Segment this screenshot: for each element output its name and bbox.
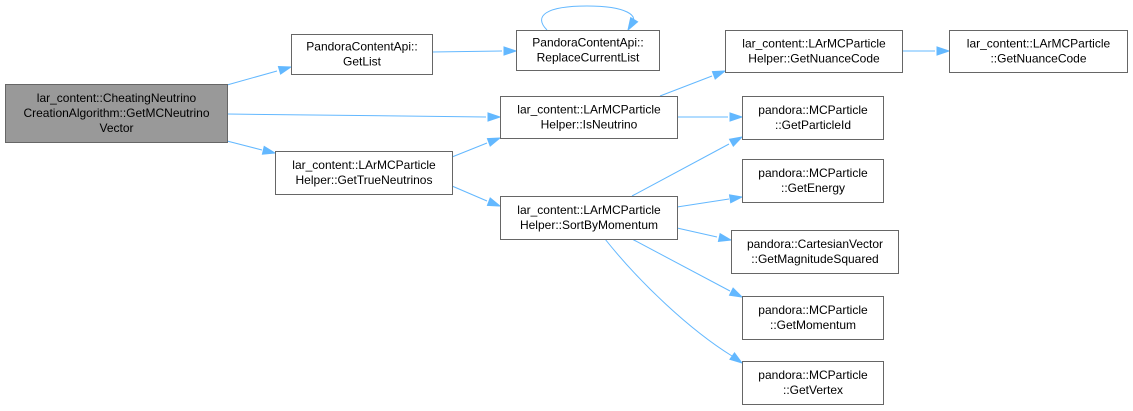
node-label-line: ReplaceCurrentList (537, 51, 640, 65)
node-label-line: CreationAlgorithm::GetMCNeutrino (23, 106, 209, 120)
arrowhead-icon (729, 351, 744, 364)
edge-line (226, 70, 278, 86)
edge-sortby-to-vertex (604, 238, 744, 364)
node-label-line: pandora::MCParticle (758, 368, 868, 382)
edge-getlist-to-replace (431, 46, 518, 56)
node-label-line: Helper::IsNeutrino (541, 118, 638, 132)
node-label-line: lar_content::CheatingNeutrino (37, 91, 197, 105)
edges-layer (226, 5, 951, 364)
arrowhead-icon (503, 46, 518, 56)
arrowhead-icon (728, 194, 744, 204)
edge-line (226, 113, 487, 118)
node-label-line: PandoraContentApi:: (532, 36, 643, 50)
node-sortby[interactable]: lar_content::LArMCParticleHelper::SortBy… (500, 196, 678, 240)
edge-sortby-to-particleid (631, 136, 744, 197)
node-box (742, 96, 884, 140)
node-label-line: ::GetVertex (783, 383, 843, 397)
arrowhead-icon (627, 16, 639, 32)
node-label-line: lar_content::LArMCParticle (517, 203, 661, 217)
node-nuancecode[interactable]: lar_content::LArMCParticle::GetNuanceCod… (949, 30, 1128, 73)
node-label-line: ::GetEnergy (781, 181, 845, 195)
edge-line (541, 5, 635, 31)
edge-line (631, 238, 731, 292)
node-box (275, 151, 453, 195)
arrowhead-icon (728, 287, 744, 298)
node-label-line: pandora::MCParticle (758, 166, 868, 180)
node-box (742, 361, 884, 405)
edge-line (659, 75, 713, 97)
node-nuancehelper[interactable]: lar_content::LArMCParticleHelper::GetNua… (725, 30, 903, 73)
arrowhead-icon (261, 145, 277, 155)
node-label-line: ::GetParticleId (775, 118, 851, 132)
edge-gettrue-to-sortby (451, 185, 502, 207)
node-vertex[interactable]: pandora::MCParticle::GetVertex (742, 361, 884, 405)
arrowhead-icon (728, 136, 744, 148)
arrowhead-icon (277, 65, 293, 75)
node-box (742, 159, 884, 203)
node-isneutrino[interactable]: lar_content::LArMCParticleHelper::IsNeut… (500, 96, 678, 139)
node-box (949, 30, 1128, 73)
node-box (500, 196, 678, 240)
edge-line (604, 238, 733, 357)
node-box (725, 30, 903, 73)
node-box (291, 34, 433, 75)
node-label-line: Helper::SortByMomentum (520, 218, 658, 232)
node-box (500, 96, 678, 139)
node-label-line: ::GetNuanceCode (990, 52, 1086, 66)
edge-line (676, 227, 718, 238)
node-box (731, 230, 899, 274)
node-box (516, 30, 660, 71)
edge-nuancehelper-to-nuancecode (902, 46, 951, 56)
node-gettrue[interactable]: lar_content::LArMCParticleHelper::GetTru… (275, 151, 453, 195)
edge-line (226, 140, 263, 151)
node-label-line: lar_content::LArMCParticle (292, 158, 436, 172)
node-label-line: Vector (99, 121, 133, 135)
arrowhead-icon (711, 70, 727, 80)
node-root[interactable]: lar_content::CheatingNeutrinoCreationAlg… (5, 84, 228, 143)
node-label-line: ::GetMomentum (770, 318, 856, 332)
edge-gettrue-to-isneutrino (451, 137, 502, 158)
node-label-line: pandora::MCParticle (758, 103, 868, 117)
node-label-line: pandora::MCParticle (758, 303, 868, 317)
edge-line (631, 143, 730, 197)
node-particleid[interactable]: pandora::MCParticle::GetParticleId (742, 96, 884, 140)
arrowhead-icon (487, 112, 502, 122)
node-label-line: pandora::CartesianVector (747, 237, 883, 251)
nodes-layer: lar_content::CheatingNeutrinoCreationAlg… (5, 30, 1128, 405)
node-momentum[interactable]: pandora::MCParticle::GetMomentum (742, 296, 884, 340)
edge-root-to-getlist (226, 65, 293, 86)
arrowhead-icon (486, 197, 502, 207)
node-magsq[interactable]: pandora::CartesianVector::GetMagnitudeSq… (731, 230, 899, 274)
edge-sortby-to-energy (676, 194, 744, 208)
node-getlist[interactable]: PandoraContentApi::GetList (291, 34, 433, 75)
arrowhead-icon (729, 112, 744, 122)
node-energy[interactable]: pandora::MCParticle::GetEnergy (742, 159, 884, 203)
edge-line (451, 185, 488, 202)
node-label-line: GetList (343, 55, 382, 69)
edge-line (451, 142, 488, 158)
node-label-line: Helper::GetTrueNeutrinos (296, 173, 433, 187)
edge-root-to-isneutrino (226, 112, 502, 122)
edge-replace-to-replace (541, 5, 639, 32)
node-label-line: lar_content::LArMCParticle (517, 103, 661, 117)
node-replace[interactable]: PandoraContentApi::ReplaceCurrentList (516, 30, 660, 71)
edge-root-to-gettrue (226, 140, 277, 155)
edge-sortby-to-momentum (631, 238, 744, 298)
edge-line (676, 198, 730, 208)
node-label-line: Helper::GetNuanceCode (748, 52, 880, 66)
edge-isneutrino-to-nuancehelper (659, 70, 727, 97)
node-label-line: ::GetMagnitudeSquared (751, 252, 878, 266)
arrowhead-icon (936, 46, 951, 56)
edge-isneutrino-to-particleid (677, 112, 744, 122)
node-box (742, 296, 884, 340)
arrowhead-icon (486, 137, 502, 147)
node-label-line: PandoraContentApi:: (306, 40, 417, 54)
node-label-line: lar_content::LArMCParticle (967, 37, 1111, 51)
node-box (5, 84, 228, 143)
node-label-line: lar_content::LArMCParticle (742, 37, 886, 51)
edge-sortby-to-magsq (676, 227, 733, 242)
arrowhead-icon (717, 232, 733, 242)
edge-line (431, 50, 503, 53)
